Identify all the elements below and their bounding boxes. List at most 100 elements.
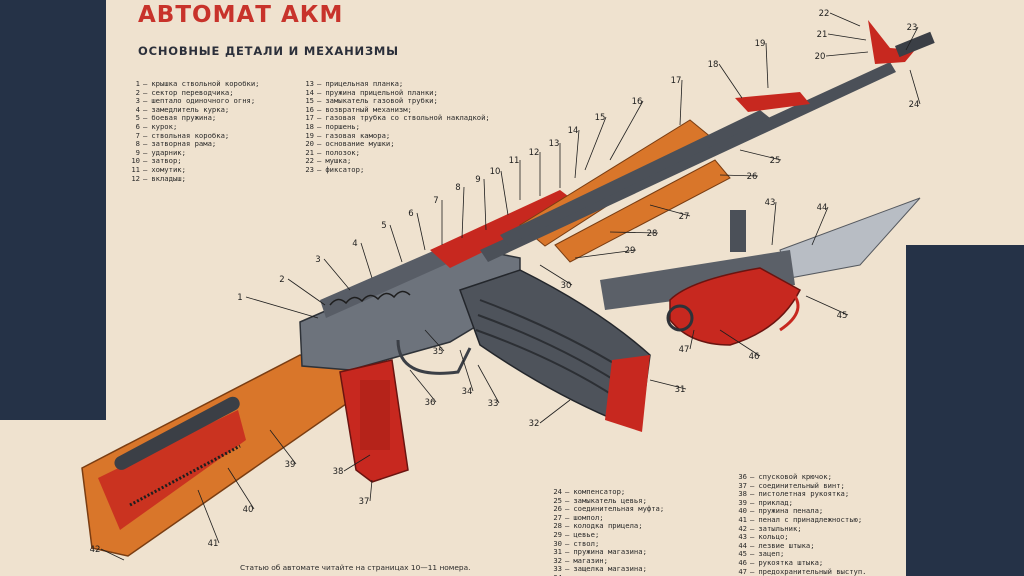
callout-leader-line — [609, 231, 659, 234]
callout-leader-line — [765, 42, 769, 89]
legend-dash: — — [143, 173, 148, 183]
legend-item-text: газовая трубка со ствольной накладкой; — [325, 113, 490, 123]
callout-leader-line — [649, 204, 691, 217]
callout-leader-line — [483, 178, 487, 231]
callout-number: 37 — [359, 497, 370, 507]
callout-leader-line — [718, 63, 743, 99]
legend-item: 33—защелка магазина; — [548, 565, 664, 574]
legend-item: 26—соединительная муфта; — [548, 505, 664, 514]
legend-dash: — — [143, 147, 148, 157]
legend-item: 17—газовая трубка со ствольной накладкой… — [300, 114, 490, 123]
legend-dash: — — [317, 87, 322, 97]
legend-item-number: 2 — [135, 87, 140, 97]
legend-item-text: пенал с принадлежностью; — [758, 514, 863, 524]
legend-item-text: спусковой крючок; — [758, 472, 832, 481]
legend-item-number: 39 — [738, 497, 747, 507]
legend-item-number: 18 — [305, 121, 314, 131]
legend-item: 47—предохранительный выступ. — [733, 566, 866, 576]
legend-item-text: фиксатор; — [325, 164, 365, 174]
legend-item: 25—замыкатель цевья; — [548, 495, 664, 506]
legend-item-number: 13 — [305, 79, 314, 88]
legend-item-text: компенсатор; — [573, 487, 626, 496]
callout-leader-line — [771, 201, 777, 246]
callout-number: 5 — [381, 221, 386, 231]
legend-item: 11—хомутик; — [126, 164, 260, 175]
legend-item: 7—ствольная коробка; — [126, 131, 260, 141]
legend-item-number: 5 — [135, 113, 140, 123]
callout-leader-line — [811, 206, 829, 246]
legend-item: 22—мушка; — [300, 157, 490, 166]
legend-item-number: 20 — [305, 139, 314, 149]
legend-item-text: газовая камора; — [325, 130, 391, 140]
legend-item: 39—приклад; — [733, 497, 867, 508]
legend-item-text: мушка; — [325, 156, 352, 166]
legend-dash: — — [143, 96, 148, 106]
callout-number: 35 — [433, 347, 444, 357]
callout-leader-line — [227, 467, 255, 510]
callout-leader-line — [584, 116, 607, 171]
legend-dash: — — [565, 555, 570, 565]
legend-item-text: основание мушки; — [325, 139, 395, 149]
trigger-guard — [396, 339, 472, 375]
legend-dash: — — [750, 566, 755, 576]
legend-item-text: приклад; — [758, 497, 793, 507]
legend-dash: — — [565, 512, 570, 522]
legend-item-number: 28 — [553, 521, 562, 531]
legend-dash: — — [317, 139, 322, 149]
legend-item: 40—пружина пенала; — [733, 507, 867, 516]
bayonet — [600, 197, 921, 346]
legend-item-number: 6 — [135, 121, 140, 131]
legend-dash: — — [565, 504, 570, 514]
legend-item: 5—боевая пружина; — [126, 114, 260, 123]
legend-item-text: полозок; — [325, 147, 360, 157]
callout-leader-line — [719, 329, 761, 357]
stock — [81, 354, 353, 557]
legend-item-text: крышка ствольной коробки; — [151, 79, 260, 88]
callout-number: 16 — [632, 97, 643, 107]
callout-leader-line — [269, 429, 297, 465]
legend-item-text: замыкатель цевья; — [573, 495, 647, 505]
legend-item-text: шептало автоспуска; — [573, 573, 655, 576]
legend-dash: — — [750, 523, 755, 533]
legend-item-number: 47 — [738, 566, 747, 576]
legend-item-text: ударник; — [151, 147, 186, 157]
callout-leader-line — [323, 258, 351, 291]
legend-item: 21—полозок; — [300, 147, 490, 158]
legend-item-number: 27 — [553, 512, 562, 522]
legend-item: 38—пистолетная рукоятка; — [733, 490, 867, 499]
legend-item: 1—крышка ствольной коробки; — [126, 79, 260, 89]
legend-dash: — — [750, 557, 755, 567]
callout-number: 31 — [675, 385, 686, 395]
legend-item: 2—сектор переводчика; — [126, 87, 260, 98]
legend-item-number: 22 — [305, 156, 314, 166]
legend-dash: — — [750, 540, 755, 550]
poster-subtitle: ОСНОВНЫЕ ДЕТАЛИ И МЕХАНИЗМЫ — [138, 44, 399, 58]
callout-number: 41 — [208, 539, 219, 549]
callout-number: 18 — [708, 60, 719, 70]
legend-item-text: соединительный винт; — [758, 480, 845, 490]
legend-item: 14—пружина прицельной планки; — [300, 87, 490, 98]
legend-item: 19—газовая камора; — [300, 130, 490, 141]
legend-item-number: 11 — [131, 164, 140, 174]
legend-item-text: хомутик; — [151, 164, 186, 174]
legend-item-text: затыльник; — [758, 523, 802, 533]
legend-dash: — — [317, 156, 322, 166]
legend-item-text: прицельная планка; — [325, 79, 404, 88]
legend-item-number: 38 — [738, 489, 747, 499]
legend-item-number: 8 — [135, 139, 140, 149]
legend-item-number: 26 — [553, 504, 562, 514]
callout-number: 20 — [815, 52, 826, 62]
callout-number: 27 — [679, 212, 690, 222]
legend-item: 34—шептало автоспуска; — [548, 573, 664, 576]
callout-leader-line — [477, 364, 500, 404]
callout-leader-line — [409, 369, 437, 403]
legend-item-text: пружина прицельной планки; — [325, 87, 438, 97]
legend-item-number: 45 — [738, 549, 747, 559]
legend-dash: — — [317, 164, 322, 174]
legend-item-number: 3 — [135, 96, 140, 106]
legend-item-number: 42 — [738, 523, 747, 533]
legend-item-number: 33 — [553, 564, 562, 574]
callout-leader-line — [424, 329, 445, 352]
callout-leader-line — [609, 100, 644, 161]
